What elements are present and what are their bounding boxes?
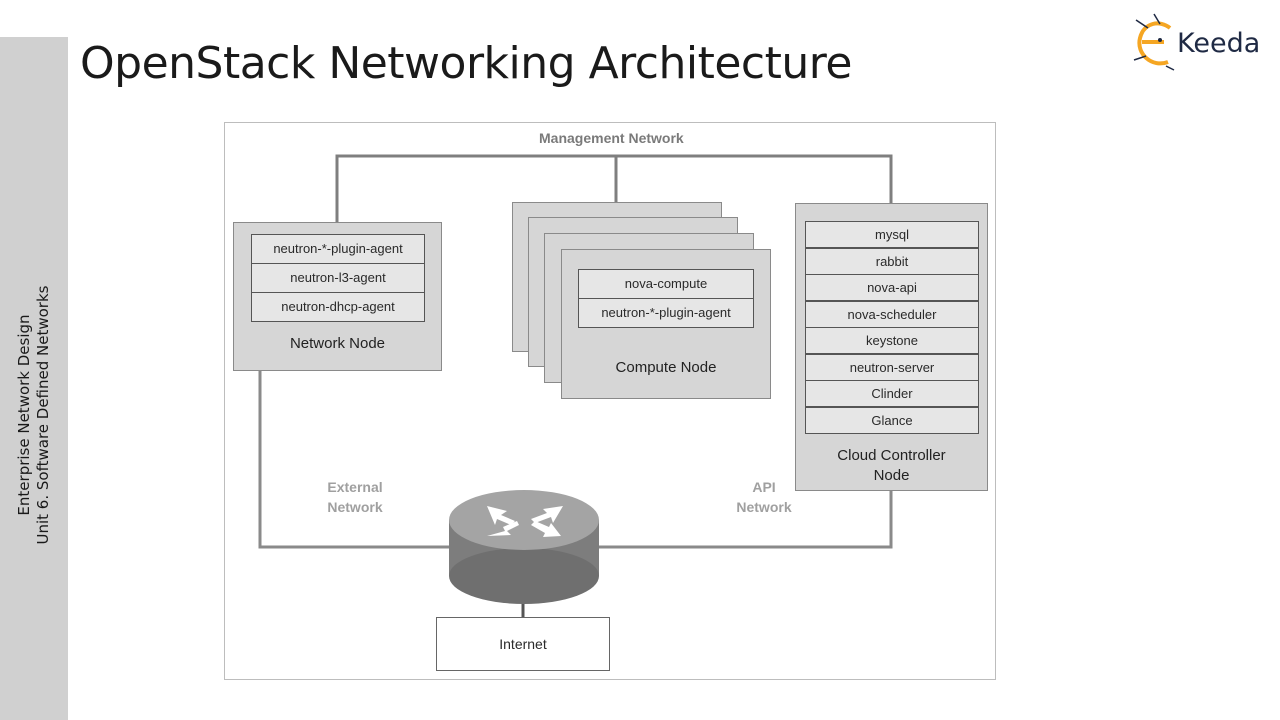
api-network-label: API Network [714,477,814,517]
controller-service: rabbit [805,248,979,275]
compute-node-service: neutron-*-plugin-agent [578,298,754,328]
cloud-controller-node: mysql rabbit nova-api nova-scheduler key… [795,203,988,491]
external-network-label: External Network [305,477,405,517]
controller-service: mysql [805,221,979,248]
course-title: Enterprise Network Design [15,314,33,516]
architecture-diagram: Management Network neutron-*-plugin-agen… [224,122,996,680]
page-title: OpenStack Networking Architecture [80,38,852,89]
sidebar-text: Enterprise Network Design Unit 6. Softwa… [15,286,53,545]
management-network-label: Management Network [539,130,684,146]
network-node-label: Network Node [289,335,386,352]
compute-node: nova-compute neutron-*-plugin-agent Comp… [561,249,771,399]
unit-title: Unit 6. Software Defined Networks [34,285,52,545]
api-network-label-line: API [752,479,776,495]
network-node: neutron-*-plugin-agent neutron-l3-agent … [233,222,442,371]
cloud-controller-label-line: Cloud Controller [837,447,946,464]
sidebar: Enterprise Network Design Unit 6. Softwa… [0,37,68,720]
controller-service: neutron-server [805,354,979,381]
cloud-controller-label-line: Node [873,467,910,484]
external-network-line [258,371,449,549]
ekeeda-logo: Keeda [1130,10,1270,72]
network-node-service: neutron-l3-agent [251,263,425,293]
compute-node-label: Compute Node [615,359,717,376]
management-network-line [335,154,893,223]
logo-mark-icon [1133,13,1175,71]
controller-service: keystone [805,327,979,354]
router-icon [449,490,599,604]
controller-service: nova-scheduler [805,301,979,328]
network-node-service: neutron-*-plugin-agent [251,234,425,264]
network-lines [258,154,893,617]
controller-service: Glance [805,407,979,434]
api-network-label-line: Network [736,499,792,515]
logo-text: Keeda [1177,28,1261,59]
internet-box: Internet [436,617,610,671]
api-network-line [599,491,893,549]
compute-node-service: nova-compute [578,269,754,299]
external-network-label-line: External [327,479,383,495]
cloud-controller-label: Cloud Controller Node [796,446,987,486]
external-network-label-line: Network [327,499,383,515]
controller-service: Clinder [805,380,979,407]
network-node-service: neutron-dhcp-agent [251,292,425,322]
controller-service: nova-api [805,274,979,301]
